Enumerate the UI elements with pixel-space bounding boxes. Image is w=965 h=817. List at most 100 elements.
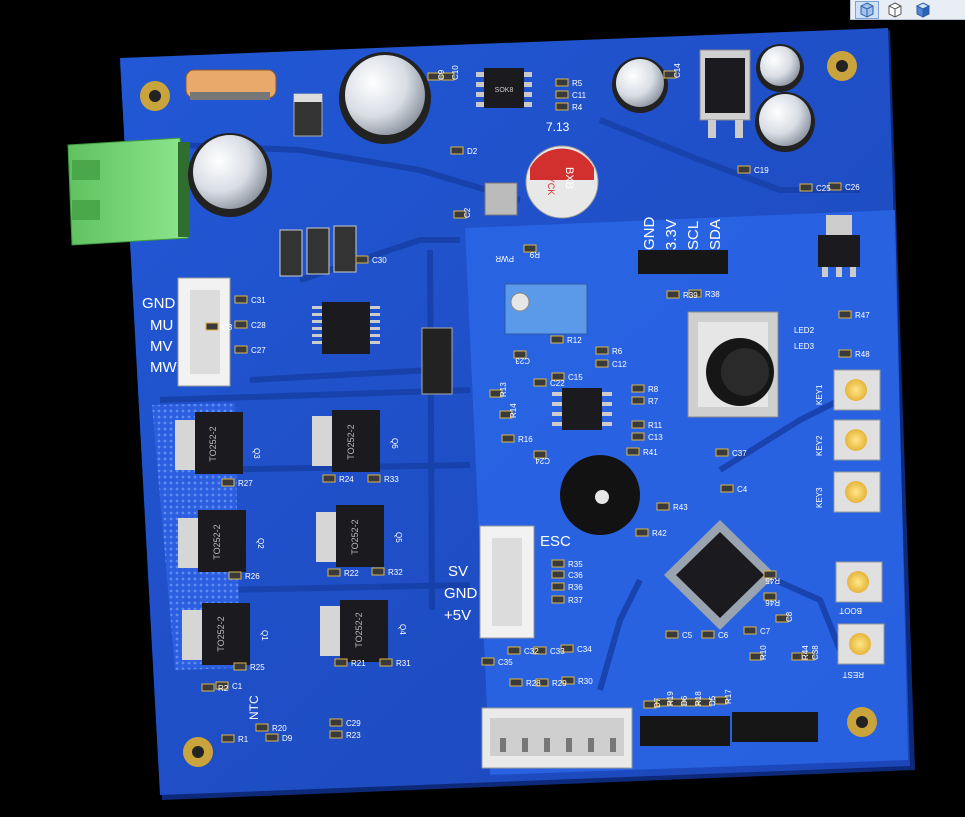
ref-c14: C14 <box>673 63 682 78</box>
smd-component <box>441 72 455 81</box>
rotary-encoder <box>687 311 779 418</box>
smd-component <box>799 183 813 192</box>
ref-r46: R46 <box>765 598 780 607</box>
motor-connector <box>177 277 231 387</box>
esc-label-sv: SV <box>448 563 468 580</box>
ref-c5: C5 <box>682 631 693 640</box>
i2c-label-sda: SDA <box>707 219 724 250</box>
key2-label: KEY2 <box>815 435 824 456</box>
ref-r2: R2 <box>218 684 229 693</box>
ref-c34: C34 <box>577 645 592 654</box>
mosfets: TO252-2 TO252-2 TO252-2 TO252-2 TO252-2 … <box>175 410 388 665</box>
ref-c30: C30 <box>372 256 387 265</box>
conn-label-mu: MU <box>150 317 173 334</box>
i2c-label-3v3: 3.3V <box>663 219 680 250</box>
shaded-cube-button[interactable] <box>911 1 935 19</box>
smd-component <box>551 582 565 591</box>
mosfet-label: TO252-2 <box>208 426 218 461</box>
silk-small: KEY1 KEY2 KEY3 BOOT REST LED2 LED3 PWR Q… <box>252 254 864 679</box>
ref-c8: C8 <box>785 611 794 622</box>
key3-label: KEY3 <box>815 487 824 508</box>
ref-c12: C12 <box>612 360 627 369</box>
smd-component <box>838 349 852 358</box>
smd-component <box>215 681 229 690</box>
ref-r4: R4 <box>572 103 583 112</box>
q-label: Q3 <box>252 448 261 459</box>
smd-component <box>205 322 219 331</box>
silkscreen: GND MU MV MW SV GND +5V ESC GND 3.3V SCL… <box>142 120 724 720</box>
smd-component <box>234 320 248 329</box>
ref-c9: C9 <box>437 69 446 80</box>
terminal-block <box>67 137 190 246</box>
q-label: Q5 <box>394 532 403 543</box>
ref-c36: C36 <box>568 571 583 580</box>
ref-c28: C28 <box>251 321 266 330</box>
ref-r18: R18 <box>694 691 703 706</box>
smd-component <box>221 734 235 743</box>
smd-component <box>631 396 645 405</box>
smd-component <box>555 102 569 111</box>
led2-label: LED2 <box>794 326 815 335</box>
smd-component <box>234 295 248 304</box>
ref-d7: D7 <box>653 697 662 708</box>
ref-r36: R36 <box>568 583 583 592</box>
ref-r38: R38 <box>705 290 720 299</box>
ntc-label: NTC <box>247 695 261 720</box>
ref-r35: R35 <box>568 560 583 569</box>
copper-pour-right <box>465 210 908 775</box>
smd-component <box>551 372 565 381</box>
ref-c38: C38 <box>811 645 820 660</box>
ref-c10: C10 <box>451 65 460 80</box>
ref-c3: C3 <box>222 323 233 332</box>
smd-component <box>221 478 235 487</box>
ref-c7: C7 <box>760 627 771 636</box>
ldo-regulator <box>818 215 860 277</box>
smd-component <box>489 389 503 398</box>
smd-component <box>643 700 657 709</box>
ref-r29: R29 <box>552 679 567 688</box>
opamp-ic <box>552 388 612 430</box>
i2c-label-scl: SCL <box>685 221 702 250</box>
boot-label: BOOT <box>839 606 862 615</box>
smd-component <box>453 210 467 219</box>
smd-component <box>555 90 569 99</box>
smd-component <box>656 502 670 511</box>
smd-component <box>379 658 393 667</box>
mosfet-label: TO252-2 <box>350 519 360 554</box>
mosfet-label: TO252-2 <box>346 424 356 459</box>
q-label: Q1 <box>260 630 269 641</box>
q-label: Q4 <box>398 624 407 635</box>
smd-component <box>595 346 609 355</box>
smd-component <box>513 350 527 359</box>
shunt-resistor <box>421 327 453 395</box>
ref-r5: R5 <box>572 79 583 88</box>
ref-r11: R11 <box>648 421 663 430</box>
smd-component <box>663 70 677 79</box>
smd-component <box>265 733 279 742</box>
smd-component <box>255 723 269 732</box>
iso-cube-button[interactable] <box>855 0 879 19</box>
ref-r41: R41 <box>643 448 658 457</box>
ref-r12: R12 <box>567 336 582 345</box>
smd-component <box>555 78 569 87</box>
ref-c29: C29 <box>346 719 361 728</box>
ref-r42: R42 <box>652 529 667 538</box>
smd-component <box>714 696 728 705</box>
ref-c27: C27 <box>251 346 266 355</box>
smd-component <box>533 378 547 387</box>
ref-r37: R37 <box>568 596 583 605</box>
esc-title: ESC <box>540 533 571 550</box>
smd-component <box>775 614 789 623</box>
led3-label: LED3 <box>794 342 815 351</box>
trimmer-potentiometer <box>504 283 588 335</box>
key1-label: KEY1 <box>815 384 824 405</box>
smd-component <box>838 310 852 319</box>
ref-c6: C6 <box>718 631 729 640</box>
ref-r19: R19 <box>666 691 675 706</box>
smd-component <box>509 678 523 687</box>
conn-label-mw: MW <box>150 359 177 376</box>
wire-cube-button[interactable] <box>883 1 907 19</box>
ref-c13: C13 <box>648 433 663 442</box>
smd-component <box>560 644 574 653</box>
